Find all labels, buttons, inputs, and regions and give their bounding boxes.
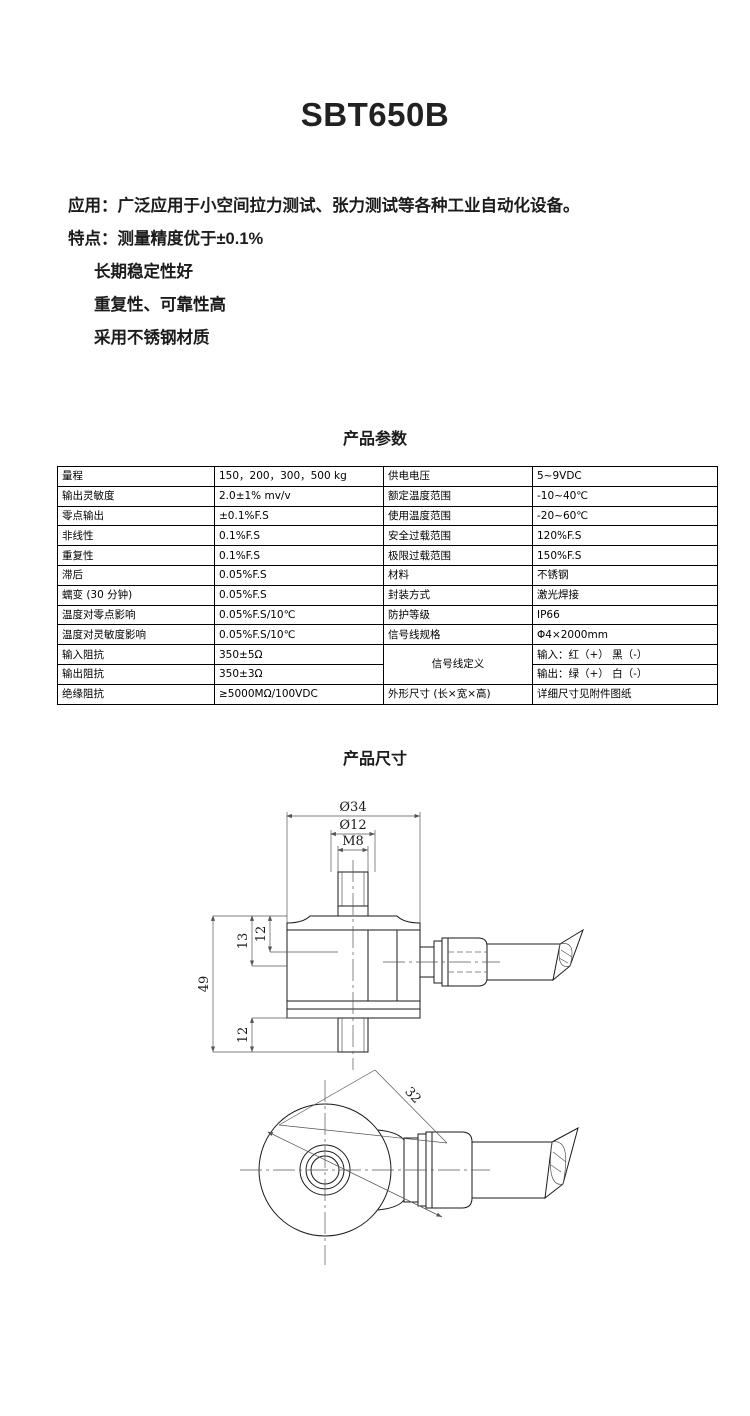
spec-label: 安全过载范围 — [383, 525, 533, 547]
table-row: 非线性 0.1%F.S 安全过载范围 120%F.S — [57, 525, 718, 547]
spec-label: 防护等级 — [383, 604, 533, 626]
spec-label: 绝缘阻抗 — [57, 683, 215, 705]
spec-label: 材料 — [383, 564, 533, 586]
spec-value: Φ4×2000mm — [532, 624, 718, 646]
section-heading-dimensions: 产品尺寸 — [342, 751, 407, 768]
spec-value: 0.1%F.S — [214, 545, 384, 566]
intro-block: 应用：广泛应用于小空间拉力测试、张力测试等各种工业自动化设备。 特点：测量精度优… — [68, 190, 708, 355]
plan-view: 32 — [240, 1069, 579, 1265]
spec-value: 0.05%F.S/10℃ — [214, 624, 384, 646]
table-row: 输出灵敏度 2.0±1% mv/v 额定温度范围 -10~40℃ — [57, 485, 718, 507]
spec-value: 0.05%F.S — [214, 584, 384, 606]
spec-value: 激光焊接 — [532, 584, 718, 606]
drawing-svg: .ln{fill:none;stroke:#1a1a1a;stroke-widt… — [197, 800, 584, 1265]
dim-label-49: 49 — [197, 976, 212, 993]
spec-label: 输入阻抗 — [57, 644, 215, 665]
spec-label: 封装方式 — [383, 584, 533, 606]
spec-value: 2.0±1% mv/v — [214, 485, 384, 507]
table-row: 零点输出 ±0.1%F.S 使用温度范围 -20~60℃ — [57, 505, 718, 527]
dim-label-12-top: 12 — [254, 926, 269, 943]
table-row: 滞后 0.05%F.S 材料 不锈钢 — [57, 564, 718, 586]
side-view: Ø34 Ø12 M8 — [197, 800, 584, 1070]
dim-label-dia12: Ø12 — [339, 818, 366, 833]
table-row: 蠕变 (30 分钟) 0.05%F.S 封装方式 激光焊接 — [57, 584, 718, 606]
spec-value: ≥5000MΩ/100VDC — [214, 683, 384, 705]
table-row: 输入阻抗 350±5Ω 信号线定义 输入：红（+） 黑（-） — [57, 644, 718, 685]
table-row: 输出阻抗 350±3Ω 输出：绿（+） 白（-） — [57, 663, 718, 685]
feature-item: 长期稳定性好 — [94, 263, 193, 281]
product-title: SBT650B — [300, 96, 450, 133]
dim-label-m8: M8 — [342, 834, 364, 849]
dim-label-13: 13 — [236, 933, 251, 950]
dim-label-dia34: Ø34 — [339, 800, 366, 815]
spec-label: 极限过载范围 — [383, 545, 533, 566]
table-row: 绝缘阻抗 ≥5000MΩ/100VDC 外形尺寸 (长×宽×高) 详细尺寸见附件… — [57, 683, 718, 705]
spec-label: 温度对零点影响 — [57, 604, 215, 626]
signal-definition-output: 输出：绿（+） 白（-） — [532, 663, 718, 685]
spec-value: IP66 — [532, 604, 718, 626]
dim-label-32: 32 — [401, 1084, 423, 1106]
spec-label: 输出阻抗 — [57, 663, 215, 685]
dim-label-12-bottom: 12 — [236, 1027, 251, 1044]
spec-label: 滞后 — [57, 564, 215, 586]
spec-label: 蠕变 (30 分钟) — [57, 584, 215, 606]
spec-value: 0.05%F.S/10℃ — [214, 604, 384, 626]
spec-value: 150%F.S — [532, 545, 718, 566]
spec-label: 供电电压 — [383, 466, 533, 487]
intro-application: 应用：广泛应用于小空间拉力测试、张力测试等各种工业自动化设备。 — [68, 197, 580, 215]
spec-label: 使用温度范围 — [383, 505, 533, 527]
section-heading-parameters: 产品参数 — [342, 431, 407, 448]
table-row: 量程 150，200，300，500 kg 供电电压 5~9VDC — [57, 466, 718, 487]
spec-value: 0.1%F.S — [214, 525, 384, 547]
spec-label: 量程 — [57, 466, 215, 487]
spec-value: 不锈钢 — [532, 564, 718, 586]
spec-label: 额定温度范围 — [383, 485, 533, 507]
dimension-drawing: .ln{fill:none;stroke:#1a1a1a;stroke-widt… — [0, 780, 750, 1320]
specification-table: 量程 150，200，300，500 kg 供电电压 5~9VDC 输出灵敏度 … — [57, 466, 718, 705]
spec-label: 输出灵敏度 — [57, 485, 215, 507]
intro-features: 特点：测量精度优于±0.1% — [68, 230, 264, 248]
spec-value: 150，200，300，500 kg — [214, 466, 384, 487]
spec-label: 零点输出 — [57, 505, 215, 527]
spec-label: 非线性 — [57, 525, 215, 547]
spec-label: 外形尺寸 (长×宽×高) — [383, 683, 533, 705]
spec-value: -10~40℃ — [532, 485, 718, 507]
spec-label: 重复性 — [57, 545, 215, 566]
spec-value: 350±5Ω — [214, 644, 384, 665]
spec-value: ±0.1%F.S — [214, 505, 384, 527]
spec-value: -20~60℃ — [532, 505, 718, 527]
spec-value: 350±3Ω — [214, 663, 384, 685]
spec-value: 0.05%F.S — [214, 564, 384, 586]
spec-table-wrapper: 量程 150，200，300，500 kg 供电电压 5~9VDC 输出灵敏度 … — [57, 466, 718, 705]
spec-value: 详细尺寸见附件图纸 — [532, 683, 718, 705]
spec-label: 温度对灵敏度影响 — [57, 624, 215, 646]
table-row: 温度对灵敏度影响 0.05%F.S/10℃ 信号线规格 Φ4×2000mm — [57, 624, 718, 646]
table-row: 重复性 0.1%F.S 极限过载范围 150%F.S — [57, 545, 718, 566]
spec-label: 信号线规格 — [383, 624, 533, 646]
spec-value: 5~9VDC — [532, 466, 718, 487]
signal-definition-input: 输入：红（+） 黑（-） — [532, 644, 718, 665]
table-row: 温度对零点影响 0.05%F.S/10℃ 防护等级 IP66 — [57, 604, 718, 626]
feature-item: 重复性、可靠性高 — [94, 296, 226, 314]
feature-item: 采用不锈钢材质 — [94, 329, 210, 347]
spec-value: 120%F.S — [532, 525, 718, 547]
signal-definition-label: 信号线定义 — [383, 644, 533, 685]
